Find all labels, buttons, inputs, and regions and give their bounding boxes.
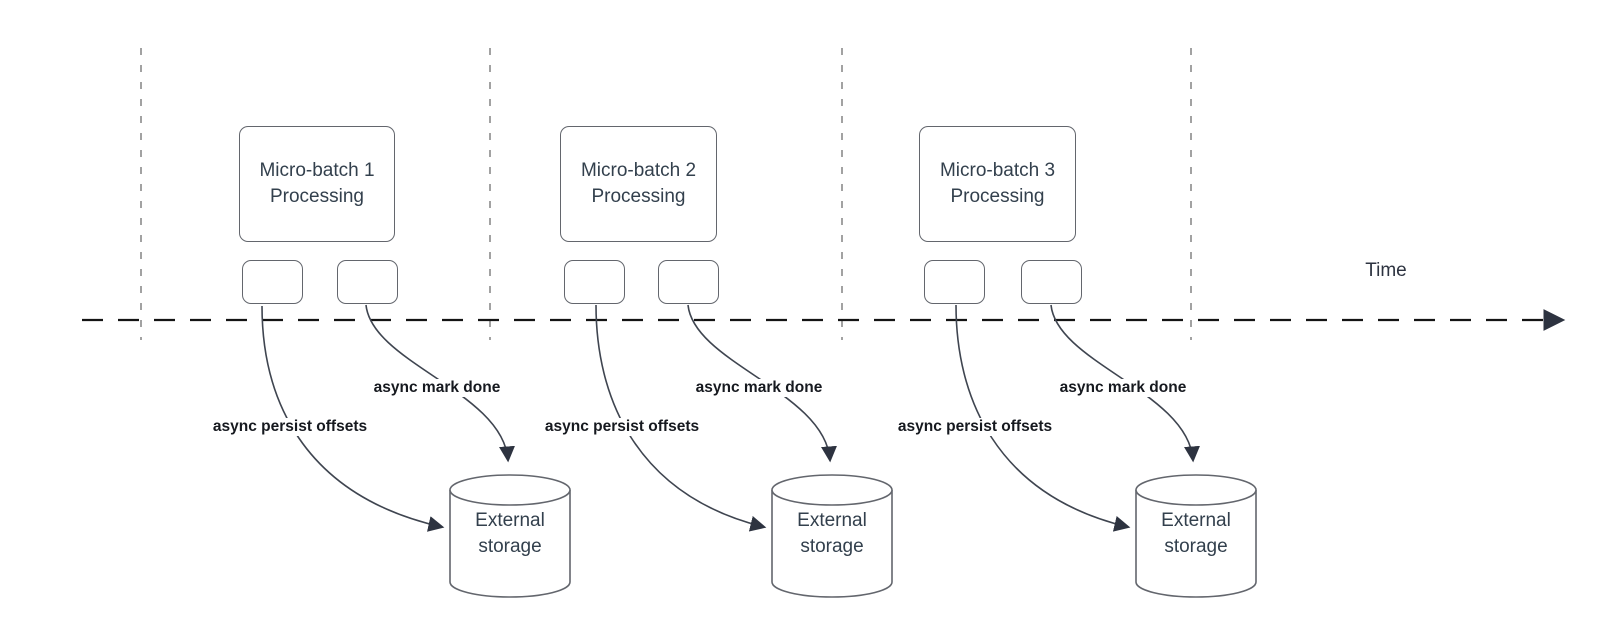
mark-done-label-1: async mark done [370, 379, 504, 397]
persist-offsets-label-2: async persist offsets [541, 418, 703, 436]
storage-cylinder-1 [449, 474, 571, 598]
process-box-microbatch-3: Micro-batch 3 Processing [919, 126, 1076, 242]
offset-task-box-3a [924, 260, 985, 304]
storage-cylinder-3 [1135, 474, 1257, 598]
time-axis-label: Time [1365, 260, 1407, 281]
mark-done-arrow-2 [687, 304, 837, 463]
offset-task-box-1b [337, 260, 398, 304]
persist-offsets-label-3: async persist offsets [894, 418, 1056, 436]
storage-label-1: External storage [475, 510, 545, 557]
mark-done-arrow-3 [1050, 304, 1200, 463]
offset-task-box-1a [242, 260, 303, 304]
storage-label-3: External storage [1161, 510, 1231, 557]
storage-cylinder-2 [771, 474, 893, 598]
process-box-microbatch-1: Micro-batch 1 Processing [239, 126, 395, 242]
process-box-microbatch-2: Micro-batch 2 Processing [560, 126, 717, 242]
persist-offsets-arrow-2 [595, 304, 767, 532]
offset-task-box-2a [564, 260, 625, 304]
mark-done-label-3: async mark done [1056, 379, 1190, 397]
mark-done-arrow-1 [365, 304, 515, 463]
persist-offsets-label-1: async persist offsets [209, 418, 371, 436]
offset-task-box-3b [1021, 260, 1082, 304]
persist-offsets-arrow-3 [955, 304, 1131, 532]
offset-task-box-2b [658, 260, 719, 304]
storage-label-2: External storage [797, 510, 867, 557]
persist-offsets-arrow-1 [261, 305, 445, 532]
mark-done-label-2: async mark done [692, 379, 826, 397]
